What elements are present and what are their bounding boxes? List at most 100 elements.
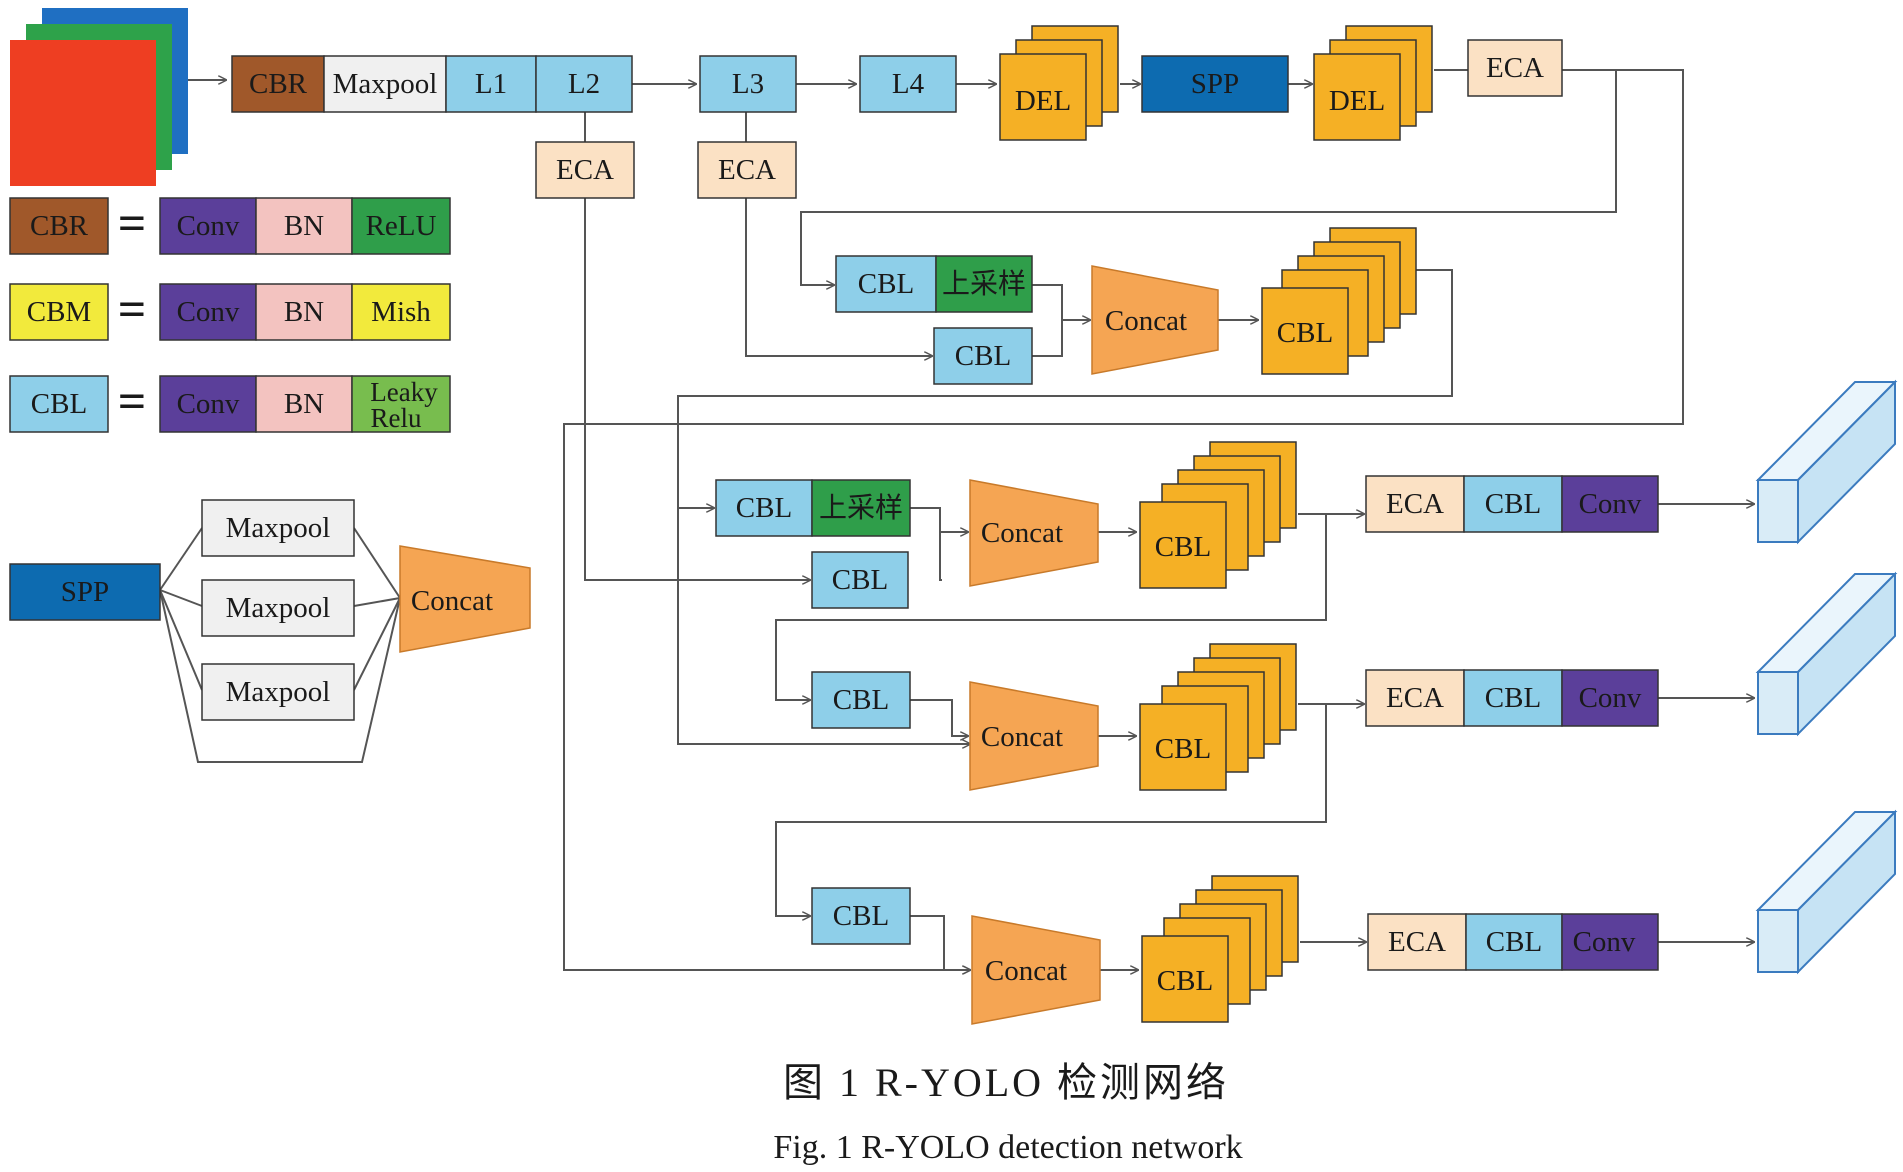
head-3: ECA CBL Conv bbox=[1367, 913, 1659, 971]
legend-cbl-bn-label: BN bbox=[284, 388, 324, 420]
backbone-del-stack-1: DEL bbox=[999, 25, 1119, 141]
s2-upsample-block bbox=[811, 479, 911, 537]
legend-cbl-conv-label: Conv bbox=[177, 388, 240, 420]
backbone-del-2-label: DEL bbox=[1329, 85, 1385, 117]
head-3-eca-block bbox=[1367, 913, 1467, 971]
head-1-cbl-block bbox=[1463, 475, 1563, 533]
s2-cbl-side-block bbox=[811, 551, 909, 609]
s1-upsample-label: 上采样 bbox=[942, 268, 1026, 300]
legend-spp-maxpool-2 bbox=[201, 579, 355, 637]
legend-cbm-mish-label: Mish bbox=[371, 296, 431, 328]
s3-concat bbox=[969, 681, 1099, 791]
legend-cbl-block bbox=[9, 375, 109, 433]
s1-cbl-up-label: CBL bbox=[858, 268, 914, 300]
edge-s2-side-to-concat bbox=[939, 532, 942, 581]
legend-cbm-bn bbox=[255, 283, 353, 341]
edge-s4-cbl-to-concat bbox=[910, 915, 970, 970]
backbone-maxpool-label: Maxpool bbox=[333, 68, 438, 100]
legend-cbm-mish bbox=[351, 283, 451, 341]
head-2-eca-label: ECA bbox=[1386, 682, 1444, 714]
legend-cbl-leaky bbox=[351, 375, 451, 433]
s4-concat-label: Concat bbox=[985, 955, 1067, 987]
legend-cbl-label: CBL bbox=[31, 388, 87, 420]
head-2-conv-label: Conv bbox=[1579, 682, 1642, 714]
legend-cbl-leaky-label-1: Leaky bbox=[370, 377, 438, 407]
legend-cbl-equals: = bbox=[118, 373, 147, 429]
head-1-conv-label: Conv bbox=[1579, 488, 1642, 520]
legend-spp-label: SPP bbox=[61, 576, 109, 608]
neck-stage-1: CBL 上采样 CBL Concat CBL bbox=[835, 227, 1417, 385]
s1-cbl-stack: CBL bbox=[1261, 227, 1417, 375]
s2-concat bbox=[969, 479, 1099, 587]
s1-upsample-block bbox=[935, 255, 1033, 313]
head-2-cbl-label: CBL bbox=[1485, 682, 1541, 714]
legend-cbl-conv bbox=[159, 375, 257, 433]
edge-spp-branch-3 bbox=[159, 589, 203, 691]
caption-en: Fig. 1 R-YOLO detection network bbox=[773, 1129, 1242, 1166]
backbone-cbr-label: CBR bbox=[249, 68, 308, 100]
backbone-eca-l3-label: ECA bbox=[718, 154, 776, 186]
input-image bbox=[10, 8, 188, 186]
backbone-l1-label: L1 bbox=[475, 68, 507, 100]
s3-cbl-stack: CBL bbox=[1139, 643, 1297, 791]
edge-eca-top-to-stage4 bbox=[563, 69, 1684, 970]
caption-cn: 图 1 R-YOLO 检测网络 bbox=[783, 1060, 1229, 1105]
backbone-del-stack-2: DEL bbox=[1313, 25, 1433, 141]
s2-concat-label: Concat bbox=[981, 517, 1063, 549]
edge-spp-merge-3 bbox=[353, 597, 401, 691]
legend-cbr-conv-label: Conv bbox=[177, 210, 240, 242]
backbone-eca-l3-block bbox=[697, 141, 797, 199]
legend-cbr-relu-label: ReLU bbox=[366, 210, 437, 242]
legend-spp-maxpool-2-label: Maxpool bbox=[226, 592, 331, 624]
s1-cbl-stack-label: CBL bbox=[1277, 317, 1333, 349]
s3-concat-label: Concat bbox=[981, 721, 1063, 753]
legend-spp-maxpool-3 bbox=[201, 663, 355, 721]
connectors bbox=[159, 69, 1754, 970]
legend-spp-concat-label: Concat bbox=[411, 585, 493, 617]
backbone-del-1-label: DEL bbox=[1015, 85, 1071, 117]
edge-spp-branch-skip bbox=[159, 589, 401, 763]
backbone-eca-l2-block bbox=[535, 141, 635, 199]
legend-cbr-bn bbox=[255, 197, 353, 255]
legend-cbr-label: CBR bbox=[30, 210, 89, 242]
edge-spp-merge-1 bbox=[353, 527, 401, 599]
legend-spp-maxpool-3-label: Maxpool bbox=[226, 676, 331, 708]
head-3-conv-label: Conv bbox=[1573, 926, 1636, 958]
backbone-spp-block bbox=[1141, 55, 1289, 113]
s2-cbl-up-label: CBL bbox=[736, 492, 792, 524]
head-2-conv-block bbox=[1561, 669, 1659, 727]
s1-cbl-side-label: CBL bbox=[955, 340, 1011, 372]
edge-spp-branch-2 bbox=[159, 589, 203, 607]
s2-cbl-up-block bbox=[715, 479, 813, 537]
legend-cbm-bn-label: BN bbox=[284, 296, 324, 328]
s4-concat bbox=[971, 915, 1101, 1025]
head-3-conv-block bbox=[1561, 913, 1659, 971]
s1-cbl-side-block bbox=[933, 327, 1033, 385]
edge-s2-out-to-s3 bbox=[775, 514, 1327, 700]
s1-concat-label: Concat bbox=[1105, 305, 1187, 337]
backbone-l4-block bbox=[859, 55, 957, 113]
backbone-maxpool-block bbox=[323, 55, 447, 113]
backbone-eca-top-label: ECA bbox=[1486, 52, 1544, 84]
s2-upsample-label: 上采样 bbox=[819, 492, 903, 524]
legend-cbm-conv-label: Conv bbox=[177, 296, 240, 328]
edge-spp-merge-2 bbox=[353, 597, 401, 607]
head-3-cbl-label: CBL bbox=[1486, 926, 1542, 958]
backbone-l3-label: L3 bbox=[732, 68, 764, 100]
s3-cbl-stack-label: CBL bbox=[1155, 733, 1211, 765]
s2-cbl-stack-label: CBL bbox=[1155, 531, 1211, 563]
s3-cbl-in-block bbox=[811, 671, 911, 729]
legend-cbm-label: CBM bbox=[27, 296, 91, 328]
s2-cbl-side-label: CBL bbox=[832, 564, 888, 596]
head-1-conv-block bbox=[1561, 475, 1659, 533]
s1-cbl-up-block bbox=[835, 255, 937, 313]
backbone-spp-label: SPP bbox=[1191, 68, 1239, 100]
edge-eca-l3-to-stage1-cbl bbox=[745, 198, 932, 356]
legend-spp-maxpool-1 bbox=[201, 499, 355, 557]
backbone-eca-l2-label: ECA bbox=[556, 154, 614, 186]
legend-cbr-block bbox=[9, 197, 109, 255]
s3-cbl-in-label: CBL bbox=[833, 684, 889, 716]
head-2: ECA CBL Conv bbox=[1365, 669, 1659, 727]
head-1-eca-block bbox=[1365, 475, 1465, 533]
